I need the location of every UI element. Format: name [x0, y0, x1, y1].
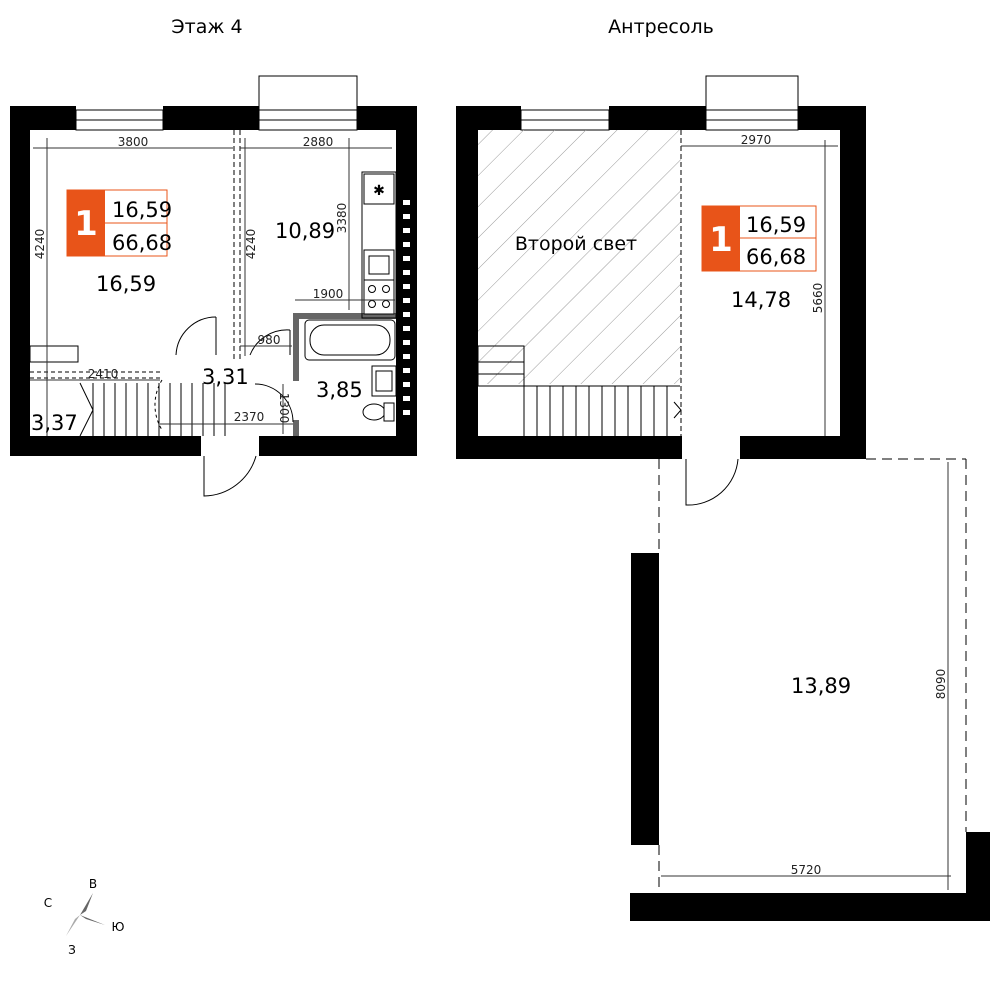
- stairs: [29, 345, 226, 437]
- mezzanine-area-badge: 1 16,59 66,68: [701, 205, 817, 272]
- wall: [10, 436, 201, 456]
- dim-label: 2970: [741, 133, 772, 147]
- wall: [396, 106, 417, 456]
- terrace-wall: [966, 832, 990, 921]
- badge-living: 16,59: [746, 213, 806, 237]
- compass-s: Ю: [112, 920, 125, 934]
- kitchen-counter: [361, 171, 397, 319]
- second-light-label: Второй свет: [515, 233, 637, 255]
- dim-label: 4240: [33, 229, 47, 260]
- bath-wall: [293, 313, 396, 319]
- wall: [456, 436, 682, 459]
- dim-label: 980: [258, 333, 281, 347]
- badge-living: 16,59: [112, 198, 172, 222]
- badge-rooms: 1: [74, 204, 98, 244]
- wall: [10, 106, 76, 130]
- entry-area: 3,37: [31, 411, 78, 435]
- dim-label: 5660: [811, 283, 825, 314]
- stairs: [477, 345, 682, 436]
- mezzanine-title: Антресоль: [608, 16, 714, 38]
- bath-area: 3,85: [316, 378, 363, 402]
- terrace-wall: [630, 893, 990, 921]
- dim-label: 1300: [277, 393, 291, 424]
- wall: [163, 106, 259, 130]
- wall: [840, 106, 866, 459]
- badge-total: 66,68: [112, 231, 172, 255]
- wall: [740, 436, 866, 459]
- wall: [609, 106, 706, 130]
- kitchen-area: 10,89: [275, 219, 335, 243]
- dim-label: 2410: [88, 367, 119, 381]
- compass-needle: [80, 893, 93, 915]
- hall-area: 3,31: [202, 365, 249, 389]
- wall-vents: [403, 200, 410, 415]
- floor4-plan: ✱: [10, 75, 417, 497]
- dim-label: 4240: [244, 229, 258, 260]
- badge-rooms: 1: [709, 220, 733, 260]
- terrace-area: 13,89: [791, 674, 851, 698]
- stove: [363, 279, 395, 315]
- dim-label: 2370: [234, 410, 265, 424]
- compass-e: В: [89, 877, 97, 891]
- balcony: [705, 75, 799, 111]
- dimension-lines: [30, 138, 395, 436]
- doors: [154, 316, 294, 497]
- mezzanine-plan: Второй свет: [456, 75, 990, 921]
- terrace-door: [685, 458, 739, 506]
- compass-n: С: [44, 896, 52, 910]
- balcony: [258, 75, 358, 111]
- dim-label: 5720: [791, 863, 822, 877]
- fridge: [363, 173, 395, 205]
- floor4-title: Этаж 4: [171, 16, 242, 38]
- dim-label: 2880: [303, 135, 334, 149]
- bath-wall: [293, 313, 299, 381]
- wall: [456, 106, 521, 130]
- terrace-outline: [658, 458, 967, 893]
- bath-wall: [293, 420, 299, 436]
- fridge-icon: ✱: [373, 183, 385, 199]
- bathtub: [304, 319, 396, 361]
- toilet: [362, 403, 386, 421]
- wall: [259, 436, 417, 456]
- dim-label: 1900: [313, 287, 344, 301]
- wall: [456, 106, 478, 459]
- living-area: 16,59: [96, 272, 156, 296]
- second-light-void: [478, 130, 681, 384]
- dim-label: 3800: [118, 135, 149, 149]
- compass: С В Ю З: [44, 877, 125, 957]
- dim-label: 3380: [335, 203, 349, 234]
- dimension-lines: [661, 140, 951, 890]
- floor4-area-badge: 1 16,59 66,68: [66, 189, 172, 257]
- room-area: 14,78: [731, 288, 791, 312]
- dim-label: 8090: [934, 669, 948, 700]
- badge-total: 66,68: [746, 245, 806, 269]
- compass-w: З: [68, 943, 76, 957]
- wall: [10, 106, 30, 456]
- terrace-wall: [631, 553, 659, 845]
